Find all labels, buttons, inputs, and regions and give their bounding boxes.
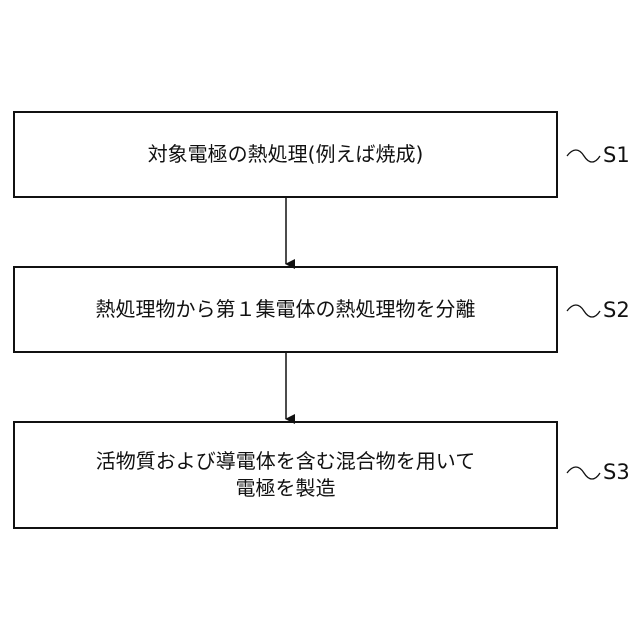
leader-line-s2 xyxy=(567,305,600,317)
step-tag-s3: S3 xyxy=(603,460,630,484)
step-tag-s2: S2 xyxy=(603,298,630,322)
step-tag-s1: S1 xyxy=(603,143,630,167)
leader-line-s3 xyxy=(567,467,600,479)
leader-line-s1 xyxy=(567,150,600,162)
